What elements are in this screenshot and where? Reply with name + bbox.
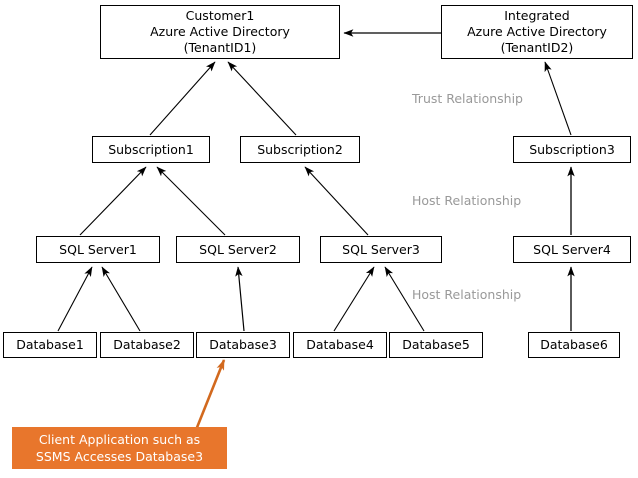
node-sql-server1[interactable]: SQL Server1 [36, 236, 160, 263]
node-subscription3[interactable]: Subscription3 [513, 136, 631, 163]
edge-sql2-to-sub1 [156, 166, 226, 236]
label-host-relationship-lower: Host Relationship [412, 287, 522, 302]
edge-sql1-to-sub1 [79, 166, 147, 236]
node-label: Subscription2 [257, 141, 343, 157]
node-database3[interactable]: Database3 [196, 332, 290, 358]
edge-sub1-to-aad1 [149, 61, 216, 136]
node-label: Customer1 Azure Active Directory (Tenant… [150, 8, 290, 55]
node-label: SQL Server4 [533, 241, 611, 257]
edge-sql3-to-sub2 [304, 166, 369, 236]
label-trust-relationship: Trust Relationship [412, 91, 523, 106]
node-subscription2[interactable]: Subscription2 [240, 136, 360, 163]
node-database2[interactable]: Database2 [100, 332, 194, 358]
edge-db3-to-sql2 [235, 266, 245, 332]
edge-sub3-to-aad2 [544, 61, 572, 136]
node-label: Integrated Azure Active Directory (Tenan… [467, 8, 607, 55]
edge-sub2-to-aad1 [227, 61, 297, 136]
node-database5[interactable]: Database5 [389, 332, 483, 358]
edge-db2-to-sql1 [101, 266, 141, 332]
node-label: SQL Server2 [199, 241, 277, 257]
node-label: SQL Server3 [342, 241, 420, 257]
node-sql-server2[interactable]: SQL Server2 [176, 236, 300, 263]
edge-db4-to-sql3 [333, 266, 375, 332]
node-label: Subscription3 [529, 141, 615, 157]
node-integrated-aad[interactable]: Integrated Azure Active Directory (Tenan… [441, 5, 633, 59]
edge-db1-to-sql1 [57, 266, 93, 332]
callout-label: Client Application such as SSMS Accesses… [35, 432, 204, 464]
node-sql-server4[interactable]: SQL Server4 [513, 236, 631, 263]
node-subscription1[interactable]: Subscription1 [92, 136, 210, 163]
node-label: Database5 [402, 337, 470, 352]
node-label: SQL Server1 [59, 241, 137, 257]
node-database4[interactable]: Database4 [293, 332, 387, 358]
client-application-callout[interactable]: Client Application such as SSMS Accesses… [12, 427, 227, 469]
node-label: Subscription1 [108, 141, 194, 157]
node-sql-server3[interactable]: SQL Server3 [320, 236, 442, 263]
node-label: Database1 [16, 337, 84, 352]
callout-arrow [194, 359, 226, 431]
node-database1[interactable]: Database1 [3, 332, 97, 358]
node-label: Database6 [540, 337, 608, 352]
label-host-relationship-upper: Host Relationship [412, 193, 522, 208]
node-customer1-aad[interactable]: Customer1 Azure Active Directory (Tenant… [100, 5, 340, 59]
node-label: Database4 [306, 337, 374, 352]
node-label: Database2 [113, 337, 181, 352]
node-database6[interactable]: Database6 [528, 332, 620, 358]
node-label: Database3 [209, 337, 277, 352]
